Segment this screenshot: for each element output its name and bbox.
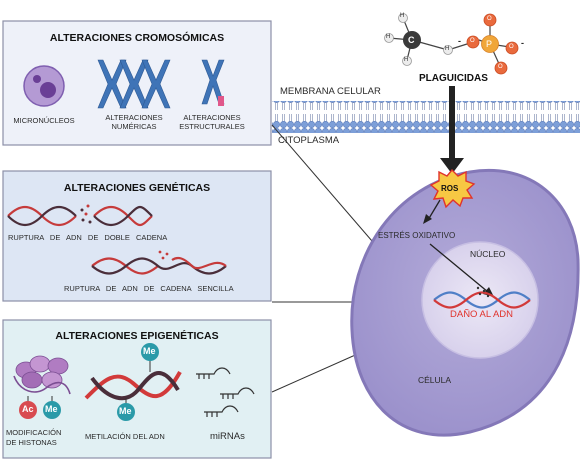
carbon-letter: C (408, 35, 415, 45)
phosphorus-letter: P (486, 39, 493, 49)
oxygen-letter-1: O (470, 38, 475, 44)
nucleus-label: NÚCLEO (470, 249, 506, 259)
numerical-label-1: ALTERACIONES (105, 113, 163, 122)
structural-chromosome-icon (201, 59, 225, 106)
hydrogen-letter-2: H (386, 34, 391, 40)
me-tag-histone: Me (45, 404, 58, 414)
oxygen-letter-2: O (487, 16, 492, 22)
double-strand-label: RUPTURA DE ADN DE DOBLE CADENA (8, 233, 168, 242)
mirna-label: miRNAs (210, 431, 245, 442)
me-tag-dna-top: Me (143, 346, 156, 356)
structural-label-1: ALTERACIONES (183, 113, 241, 122)
histone-icon (13, 355, 71, 419)
methylation-label: METILACIÓN DEL ADN (85, 432, 165, 441)
chromosomal-title: ALTERACIONES CROMOSÓMICAS (49, 32, 225, 44)
histone-label-2: DE HISTONAS (6, 438, 57, 447)
panel-genetic (2, 170, 272, 302)
charge-sign-1: - (521, 38, 524, 48)
single-strand-break-icon (91, 250, 227, 275)
genetic-title: ALTERACIONES GENÉTICAS (63, 182, 211, 194)
micronucleus-label: MICRONÚCLEOS (13, 116, 75, 125)
oxygen-letter-4: O (498, 64, 503, 70)
numerical-chromosomes-icon (97, 59, 171, 109)
me-tag-dna-bottom: Me (119, 406, 132, 416)
ros-burst (429, 168, 476, 209)
membrane-label: MEMBRANA CELULAR (280, 86, 381, 97)
pesticides-label: PLAGUICIDAS (419, 73, 488, 84)
oxygen-letter-3: O (509, 44, 514, 50)
ros-label: ROS (441, 184, 459, 193)
mirna-icon (196, 367, 255, 417)
connector-chromosomal (271, 124, 373, 242)
cell-label: CÉLULA (418, 375, 452, 385)
double-strand-break-icon (7, 204, 153, 227)
single-strand-label: RUPTURA DE ADN DE CADENA SENCILLA (64, 284, 234, 293)
micronucleus-icon (23, 65, 65, 107)
ac-tag: Ac (22, 404, 34, 414)
epigenetic-title: ALTERACIONES EPIGENÉTICAS (55, 330, 219, 342)
histone-label-1: MODIFICACIÓN (6, 428, 62, 437)
charge-sign-2: - (458, 36, 461, 46)
hydrogen-letter-1: H (400, 13, 405, 19)
nucleus-dna (433, 286, 531, 309)
cytoplasm-label: CITOPLASMA (278, 135, 340, 146)
connector-epigenetic (271, 351, 363, 393)
structural-label-2: ESTRUCTURALES (179, 122, 245, 131)
pesticide-molecule-icon (384, 13, 519, 75)
dna-methylation-icon (84, 343, 182, 421)
dna-damage-label: DAÑO AL ADN (450, 309, 514, 320)
cell-membrane (272, 101, 580, 133)
hydrogen-letter-3: H (404, 57, 409, 63)
hydrogen-letter-4: H (445, 46, 450, 52)
nucleus (421, 241, 539, 359)
oxidative-stress-label: ESTRÉS OXIDATIVO (378, 231, 456, 240)
numerical-label-2: NUMÉRICAS (111, 122, 157, 131)
